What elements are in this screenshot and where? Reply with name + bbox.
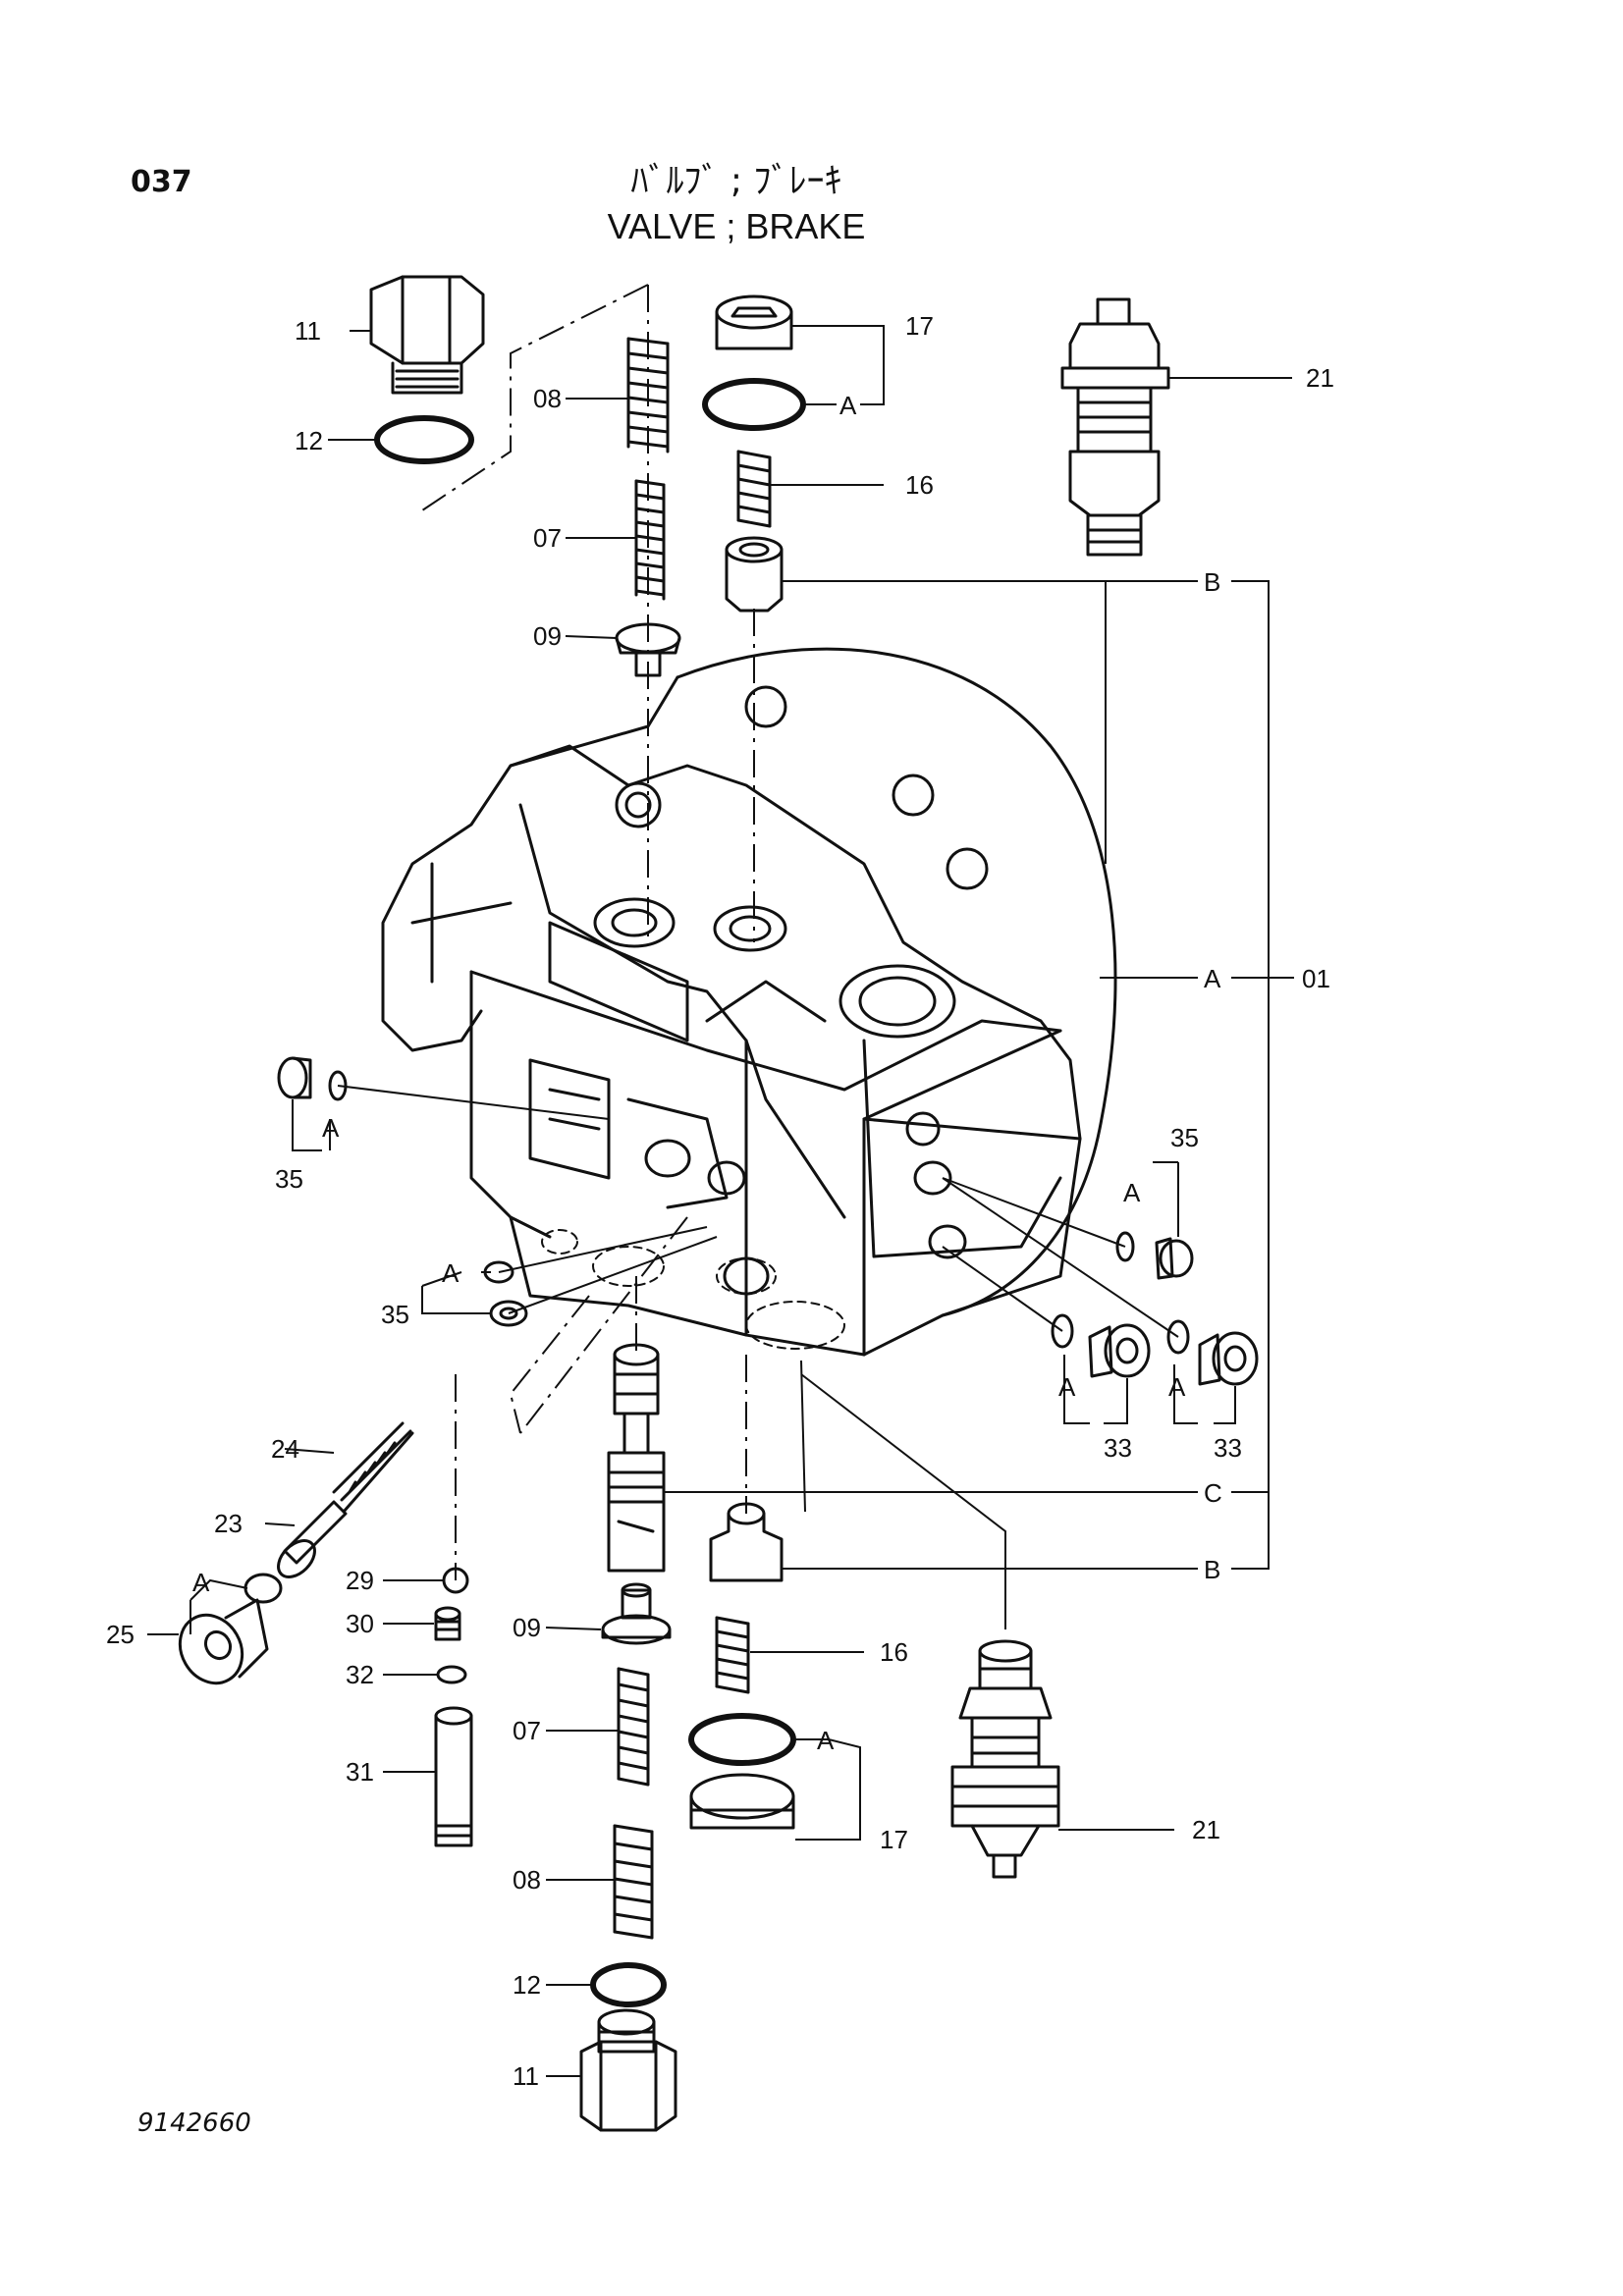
callout-b-bottom: B xyxy=(1204,1555,1220,1584)
callout-a-01: A xyxy=(1204,964,1221,993)
callout-a-33-a: A xyxy=(1058,1372,1076,1402)
callout-21-bottom: 21 xyxy=(1192,1815,1220,1844)
seat-09-bottom xyxy=(601,1582,672,1645)
spool-center xyxy=(607,1343,666,1573)
pin-31 xyxy=(434,1706,473,1847)
plug-35-right xyxy=(1155,1237,1194,1280)
drawing-number: 9142660 xyxy=(137,2109,251,2138)
callout-23: 23 xyxy=(214,1509,243,1538)
spring-07-top xyxy=(634,479,666,601)
callouts: 11 12 08 07 09 17 A 16 21 B A 01 A 35 35… xyxy=(106,311,1334,2091)
plug-17-top xyxy=(715,294,793,350)
spring-07-bottom xyxy=(617,1667,650,1787)
spool-b-bottom xyxy=(709,1502,784,1582)
callout-a-35-mid: A xyxy=(442,1258,460,1288)
callout-33-a: 33 xyxy=(1104,1433,1132,1463)
plug-17-bottom xyxy=(689,1773,795,1830)
callout-11-top: 11 xyxy=(295,316,321,346)
callout-16-bottom: 16 xyxy=(880,1637,908,1667)
o-ring-17-bottom xyxy=(688,1713,796,1766)
callout-16-top: 16 xyxy=(905,470,934,500)
callout-07-bottom: 07 xyxy=(513,1716,541,1745)
title-english: VALVE ; BRAKE xyxy=(607,206,866,246)
poppet-23 xyxy=(277,1500,348,1578)
o-ring-12-bottom xyxy=(590,1962,667,2007)
spool-b-top xyxy=(725,536,784,613)
callout-a-33-b: A xyxy=(1168,1372,1186,1402)
callout-c: C xyxy=(1204,1478,1222,1508)
callout-08-top: 08 xyxy=(533,384,562,413)
callout-33-b: 33 xyxy=(1214,1433,1242,1463)
relief-valve-21-bottom xyxy=(950,1639,1060,1879)
spring-08-bottom xyxy=(613,1824,654,1940)
callout-a-35-left: A xyxy=(322,1113,340,1143)
callout-b-top: B xyxy=(1204,567,1220,597)
callout-a-25: A xyxy=(192,1568,210,1597)
relief-valve-21-top xyxy=(1060,297,1170,557)
callout-08-bottom: 08 xyxy=(513,1865,541,1895)
spring-16-bottom xyxy=(715,1616,750,1694)
callout-24: 24 xyxy=(271,1434,299,1464)
callout-09-top: 09 xyxy=(533,621,562,651)
callout-31: 31 xyxy=(346,1757,374,1787)
callout-17-bottom: 17 xyxy=(880,1825,908,1854)
plug-11-bottom xyxy=(579,2008,677,2132)
callout-35-mid: 35 xyxy=(381,1300,409,1329)
o-ring-25 xyxy=(243,1573,283,1604)
valve-body-01 xyxy=(381,647,1117,1357)
o-ring-17-top xyxy=(702,378,806,431)
o-ring-33-a xyxy=(1051,1313,1074,1349)
plug-25 xyxy=(178,1598,269,1685)
callout-30: 30 xyxy=(346,1609,374,1638)
o-ring-12-top xyxy=(374,415,474,464)
title-japanese: ﾊﾞﾙﾌﾞ ; ﾌﾞﾚｰｷ xyxy=(630,161,842,201)
callout-12-top: 12 xyxy=(295,426,323,455)
o-ring-32 xyxy=(436,1665,467,1684)
callout-09-bottom: 09 xyxy=(513,1613,541,1642)
callout-a-17-bottom: A xyxy=(817,1726,835,1755)
plug-33-b xyxy=(1198,1331,1259,1386)
callout-a-35-right: A xyxy=(1123,1178,1141,1207)
callout-32: 32 xyxy=(346,1660,374,1689)
spring-16-top xyxy=(736,450,772,528)
o-ring-33-b xyxy=(1166,1319,1190,1355)
callout-35-left: 35 xyxy=(275,1164,303,1194)
callout-a-17-top: A xyxy=(839,391,857,420)
callout-25: 25 xyxy=(106,1620,135,1649)
callout-01: 01 xyxy=(1302,964,1330,993)
plug-11-top xyxy=(369,275,485,395)
callout-17-top: 17 xyxy=(905,311,934,341)
callout-12-bottom: 12 xyxy=(513,1970,541,2000)
plug-30 xyxy=(434,1606,461,1641)
spring-24 xyxy=(332,1421,414,1514)
plug-33-a xyxy=(1088,1323,1151,1378)
callout-35-right: 35 xyxy=(1170,1123,1199,1152)
callout-21-top: 21 xyxy=(1306,363,1334,393)
plug-35-left xyxy=(277,1056,312,1099)
o-ring-35-right xyxy=(1115,1231,1135,1262)
page-number: 037 xyxy=(131,165,192,199)
callout-11-bottom: 11 xyxy=(513,2061,539,2091)
callout-07-top: 07 xyxy=(533,523,562,553)
callout-29: 29 xyxy=(346,1566,374,1595)
